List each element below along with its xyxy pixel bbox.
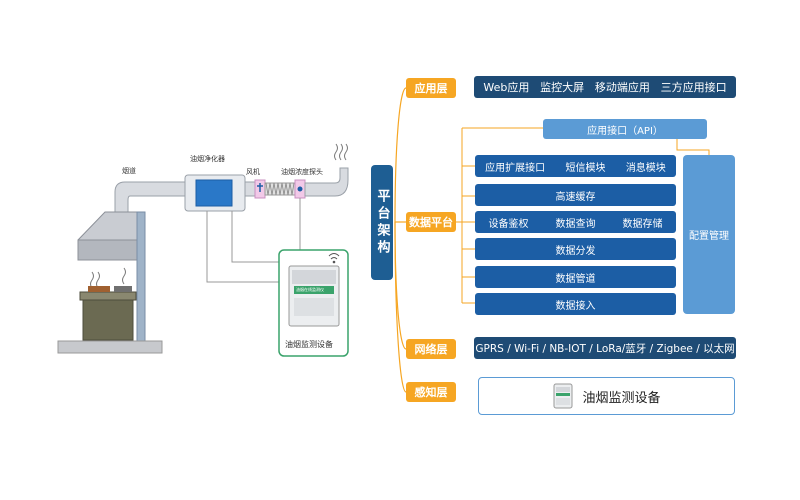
steam-icon <box>334 143 348 161</box>
platform-title: 平台架构 <box>371 165 393 280</box>
sensing-device-box: 油烟监测设备 <box>478 377 735 415</box>
data-query: 数据查询 <box>555 218 596 230</box>
probe-label: 油烟浓度探头 <box>281 168 323 176</box>
extension-interface: 应用扩展接口 <box>485 162 546 174</box>
message-module: 消息模块 <box>625 162 666 174</box>
outlet-duct <box>304 167 349 197</box>
cache-box: 高速缓存 <box>475 184 676 206</box>
stove-steam-icon <box>90 267 126 289</box>
app-item-mobile: 移动端应用 <box>594 81 650 94</box>
row-auth: 设备鉴权 数据查询 数据存储 <box>475 211 676 233</box>
distribute-box: 数据分发 <box>475 238 676 260</box>
device-auth: 设备鉴权 <box>488 218 529 230</box>
app-item-dashboard: 监控大屏 <box>540 81 585 94</box>
data-platform-label: 数据平台 <box>406 212 456 232</box>
app-item-third-party: 三方应用接口 <box>660 81 727 94</box>
network-layer-label: 网络层 <box>406 339 456 359</box>
device-caption: 油烟监测设备 <box>285 340 333 349</box>
device-screen-text: 油烟在线监测仪 <box>296 287 324 292</box>
ingest-box: 数据接入 <box>475 293 676 315</box>
network-layer-bar: GPRS / Wi-Fi / NB-IOT / LoRa/蓝牙 / Zigbee… <box>474 337 736 359</box>
api-box: 应用接口（API） <box>543 119 707 139</box>
floor <box>57 340 163 354</box>
monitoring-device-icon <box>553 383 573 409</box>
purifier-label: 油烟净化器 <box>190 155 225 163</box>
config-management-box: 配置管理 <box>683 155 735 314</box>
sensing-layer-label: 感知层 <box>406 382 456 402</box>
fan-label: 风机 <box>246 168 260 176</box>
row-extension: 应用扩展接口 短信模块 消息模块 <box>475 155 676 177</box>
data-storage: 数据存储 <box>622 218 663 230</box>
app-item-web: Web应用 <box>483 81 530 94</box>
application-layer-label: 应用层 <box>406 78 456 98</box>
wifi-icon <box>328 253 340 264</box>
sms-module: 短信模块 <box>565 162 606 174</box>
pipeline-box: 数据管道 <box>475 266 676 288</box>
application-layer-bar: Web应用 监控大屏 移动端应用 三方应用接口 <box>474 76 736 98</box>
kitchen-exhaust-illustration <box>57 143 349 357</box>
sensing-device-label: 油烟监测设备 <box>582 390 661 406</box>
flue-label: 烟道 <box>122 167 136 175</box>
